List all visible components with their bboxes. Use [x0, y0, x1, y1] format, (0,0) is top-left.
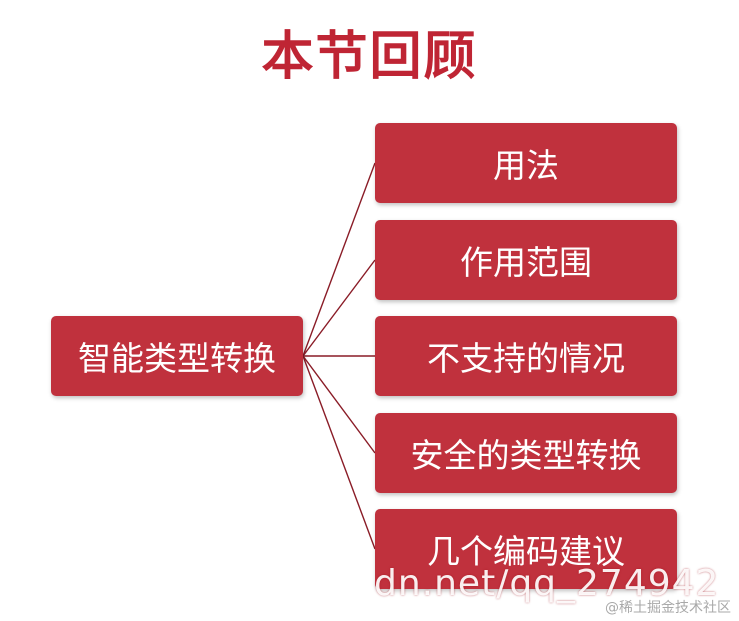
- url-watermark: dn.net/qq_274942: [374, 563, 720, 604]
- child-node-label: 安全的类型转换: [410, 436, 642, 475]
- root-node: 智能类型转换: [51, 316, 303, 396]
- root-node-label: 智能类型转换: [78, 339, 276, 378]
- connector-to-child-4: [302, 355, 376, 550]
- connector-to-child-3: [302, 355, 376, 454]
- child-node-label: 几个编码建议: [427, 532, 625, 571]
- connector-to-child-1: [302, 259, 376, 357]
- child-node-safe-cast: 安全的类型转换: [375, 413, 677, 493]
- child-node-usage: 用法: [375, 123, 677, 203]
- connector-to-child-0: [302, 162, 376, 357]
- child-node-unsupported-cases: 不支持的情况: [375, 316, 677, 396]
- site-watermark: @稀土掘金技术社区: [605, 600, 731, 616]
- child-node-label: 用法: [493, 146, 559, 185]
- child-node-coding-tips: 几个编码建议: [375, 509, 677, 589]
- slide-title: 本节回顾: [261, 27, 478, 87]
- child-node-scope: 作用范围: [375, 220, 677, 300]
- child-node-label: 不支持的情况: [427, 339, 625, 378]
- child-node-label: 作用范围: [460, 243, 592, 282]
